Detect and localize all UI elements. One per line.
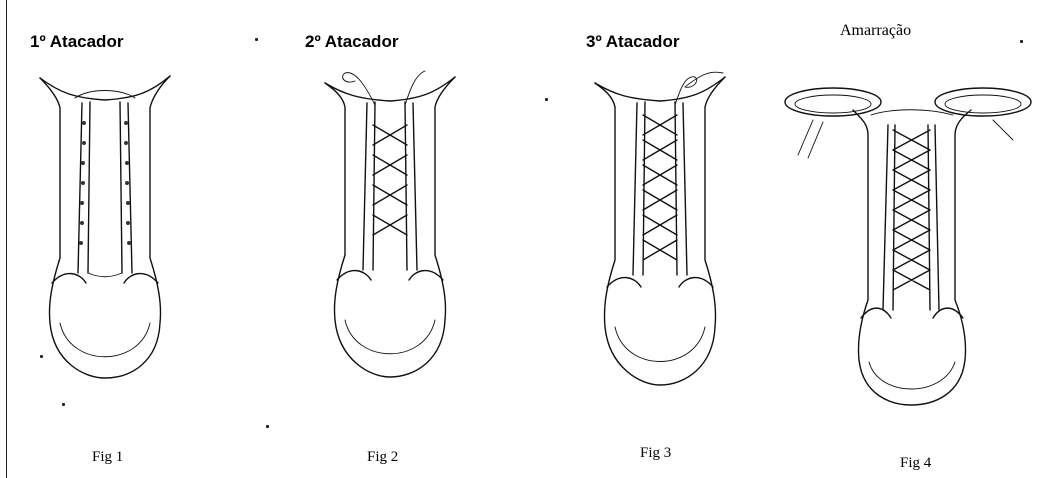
scan-speck	[62, 403, 65, 406]
page-margin-line	[6, 0, 7, 478]
figure-2-caption: Fig 2	[367, 449, 398, 466]
figure-3-heading: 3º Atacador	[586, 32, 679, 52]
scan-speck	[1020, 40, 1023, 43]
scan-speck	[545, 98, 548, 101]
scan-speck	[255, 38, 258, 41]
figure-4-caption: Fig 4	[900, 455, 931, 472]
boot-illustration-icon	[315, 65, 465, 390]
boot-illustration-icon	[585, 65, 735, 395]
figure-2-heading: 2º Atacador	[305, 32, 398, 52]
figure-4-heading: Amarração	[840, 22, 911, 40]
figure-1-caption: Fig 1	[92, 449, 123, 466]
boot-illustration-icon	[30, 68, 180, 388]
scan-speck	[266, 425, 269, 428]
figure-1-heading: 1º Atacador	[30, 32, 123, 52]
scan-speck	[40, 355, 43, 358]
boot-illustration-icon	[783, 80, 1033, 410]
figure-3-caption: Fig 3	[640, 445, 671, 462]
